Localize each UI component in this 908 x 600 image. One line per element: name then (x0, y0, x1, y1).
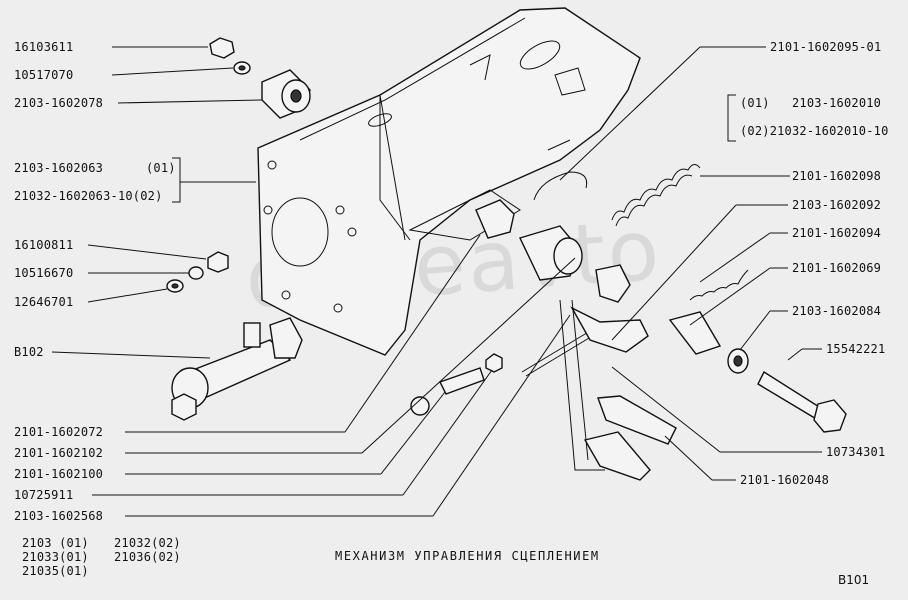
label-10516670: 10516670 (14, 266, 74, 280)
label-B102: В102 (14, 345, 44, 359)
master-cylinder (171, 317, 303, 421)
label-2103-1602084: 2103-1602084 (792, 304, 882, 318)
clutch-pedal (559, 299, 677, 481)
label-21032-1602010-10: (02)21032-1602010-10 (740, 124, 889, 138)
right-bolt-set (668, 311, 847, 433)
label-2101-1602102: 2101-1602102 (14, 446, 104, 460)
figure-reference: В101 (838, 573, 870, 587)
label-10517070: 10517070 (14, 68, 74, 82)
pedal-shaft-parts (410, 199, 649, 416)
applicability-21032: 21032(02) (114, 536, 181, 550)
leader-lines (51, 46, 822, 517)
label-2103-1602063: 2103-1602063 (14, 161, 104, 175)
label-15542221: 15542221 (826, 342, 886, 356)
label-12646701: 12646701 (14, 295, 74, 309)
applicability-2103: 2103 (01) (22, 536, 89, 550)
applicability-21036: 21036(02) (114, 550, 181, 564)
label-variant-01: (01) (146, 161, 176, 175)
label-2103-1602092: 2103-1602092 (792, 198, 882, 212)
label-10734301: 10734301 (826, 445, 886, 459)
label-2103-1602568: 2103-1602568 (14, 509, 104, 523)
label-2101-1602100: 2101-1602100 (14, 467, 104, 481)
nut-washer-bushing-top (209, 37, 311, 119)
label-2101-1602069: 2101-1602069 (792, 261, 882, 275)
applicability-21033: 21033(01) (22, 550, 89, 564)
label-21032-1602063-10: 21032-1602063-10(02) (14, 189, 163, 203)
label-2101-1602098: 2101-1602098 (792, 169, 882, 183)
nut-washers-mid (166, 251, 229, 293)
pedal-bracket (257, 7, 641, 356)
label-16103611: 16103611 (14, 40, 74, 54)
label-10725911: 10725911 (14, 488, 74, 502)
diagram-title: МЕХАНИЗМ УПРАВЛЕНИЯ СЦЕПЛЕНИЕМ (335, 549, 600, 563)
label-2101-1602095-01: 2101-1602095-01 (770, 40, 882, 54)
label-16100811: 16100811 (14, 238, 74, 252)
label-2101-1602072: 2101-1602072 (14, 425, 104, 439)
applicability-21035: 21035(01) (22, 564, 89, 578)
springs (533, 164, 749, 301)
label-2103-1602078: 2103-1602078 (14, 96, 104, 110)
label-2103-1602010: 2103-1602010 (792, 96, 882, 110)
label-variant-01-right: (01) (740, 96, 770, 110)
label-2101-1602094: 2101-1602094 (792, 226, 882, 240)
label-2101-1002048: 2101-1602048 (740, 473, 830, 487)
